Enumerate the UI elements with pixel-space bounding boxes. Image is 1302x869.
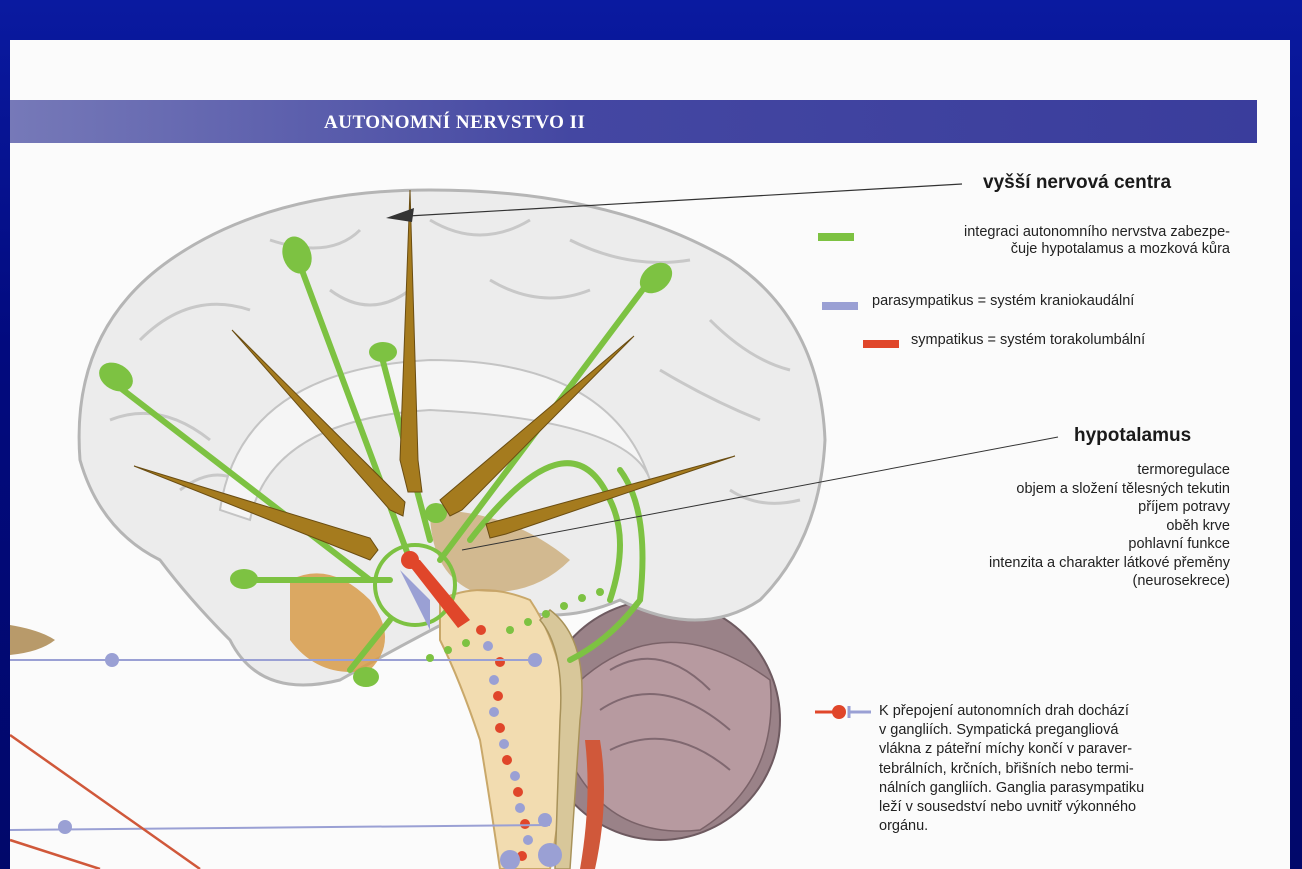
textbook-page: AUTONOMNÍ NERVSTVO II (10, 40, 1290, 869)
legend-integration-line1: integraci autonomního nervstva zabezpe- (870, 224, 1230, 241)
legend-integration-line2: čuje hypotalamus a mozková kůra (870, 241, 1230, 258)
legend-swatch-green (818, 233, 854, 241)
hypothalamus-function-list: termoregulace objem a složení tělesných … (870, 461, 1230, 591)
ganglia-note-line: vlákna z páteřní míchy končí v paraver- (879, 740, 1229, 759)
hypothalamus-function-item: oběh krve (870, 517, 1230, 536)
legend-swatch-parasympathetic (822, 302, 858, 310)
hypothalamus-function-item: pohlavní funkce (870, 535, 1230, 554)
legend-item-integration: integraci autonomního nervstva zabezpe- … (870, 224, 1230, 258)
ganglia-note-line: leží v sousedství nebo uvnitř výkonného (879, 798, 1229, 817)
ganglia-note: K přepojení autonomních drah dochází v g… (879, 702, 1229, 836)
ganglion-symbol-icon (815, 704, 873, 720)
ganglia-note-line: v gangliích. Sympatická pregangliová (879, 721, 1229, 740)
ganglia-note-line: orgánu. (879, 817, 1229, 836)
legend-item-sympathetic: sympatikus = systém torakolumbální (911, 332, 1145, 349)
hypothalamus-function-item: termoregulace (870, 461, 1230, 480)
hypothalamus-function-item: intenzita a charakter látkové přeměny (870, 554, 1230, 573)
ganglia-note-line: K přepojení autonomních drah dochází (879, 702, 1229, 721)
hypothalamus-function-item: objem a složení tělesných tekutin (870, 480, 1230, 499)
label-higher-centers: vyšší nervová centra (983, 174, 1171, 191)
ganglia-note-line: tebrálních, krčních, břišních nebo termi… (879, 760, 1229, 779)
legend-swatch-sympathetic (863, 340, 899, 348)
legend-item-parasympathetic: parasympatikus = systém kraniokaudální (872, 293, 1134, 310)
ganglia-note-line: nálních gangliích. Ganglia parasympatiku (879, 779, 1229, 798)
hypothalamus-function-item: příjem potravy (870, 498, 1230, 517)
label-hypothalamus: hypotalamus (1074, 427, 1191, 444)
hypothalamus-function-item: (neurosekrece) (870, 572, 1230, 591)
